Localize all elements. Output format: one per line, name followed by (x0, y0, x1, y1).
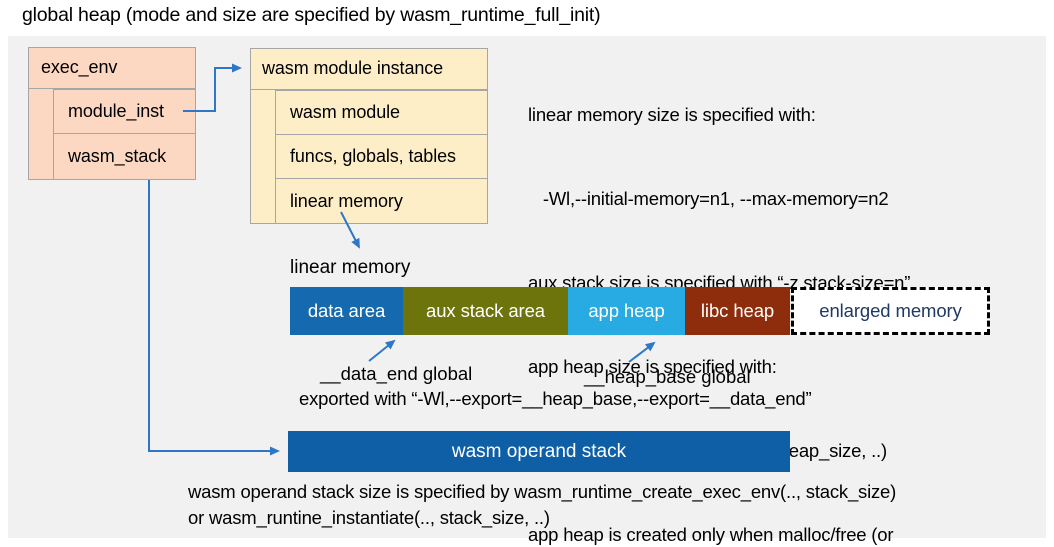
exec-env-label: exec_env (28, 47, 196, 89)
wasm-module-instance-label: wasm module instance (250, 48, 488, 90)
segment-aux-stack-area: aux stack area (403, 287, 568, 335)
note-line: -Wl,--initial-memory=n1, --max-memory=n2 (528, 188, 889, 209)
operand-stack-note-line1: wasm operand stack size is specified by … (188, 481, 897, 502)
linear-memory-label: linear memory (290, 257, 411, 278)
segment-enlarged-memory: enlarged memory (791, 287, 990, 335)
heap-base-global-label: __heap_base global (584, 366, 751, 387)
operand-stack-note-line2: or wasm_runtine_instantiate(.., stack_si… (188, 507, 550, 528)
segment-app-heap: app heap (568, 287, 685, 335)
funcs-globals-tables-box: funcs, globals, tables (275, 134, 488, 179)
diagram-title: global heap (mode and size are specified… (22, 4, 601, 26)
data-end-global-label: __data_end global (320, 363, 473, 384)
note-line: app heap is created only when malloc/fre… (528, 524, 894, 545)
segment-libc-heap: libc heap (685, 287, 790, 335)
wasm-module-box: wasm module (275, 90, 488, 135)
segment-data-area: data area (290, 287, 403, 335)
linear-memory-row-box: linear memory (275, 178, 488, 224)
exported-with-label: exported with “-Wl,--export=__heap_base,… (299, 388, 812, 409)
wasm-stack-box: wasm_stack (53, 133, 196, 180)
note-line: linear memory size is specified with: (528, 104, 816, 125)
wasm-operand-stack-bar: wasm operand stack (288, 431, 790, 472)
note-line: app heap size is specified with: (528, 356, 777, 377)
module-inst-box: module_inst (53, 89, 196, 134)
